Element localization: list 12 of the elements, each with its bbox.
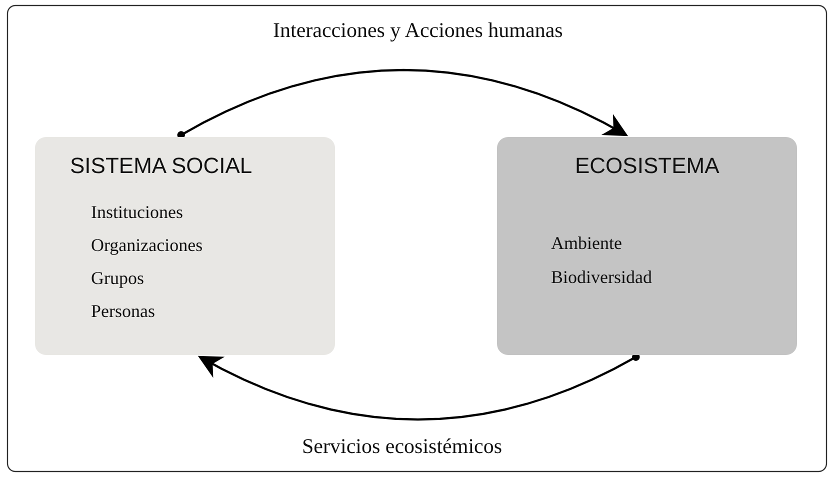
list-item: Personas: [91, 301, 155, 322]
box-heading: SISTEMA SOCIAL: [70, 153, 252, 179]
list-item: Instituciones: [91, 202, 183, 223]
list-item: Grupos: [91, 268, 144, 289]
box-heading: ECOSISTEMA: [575, 153, 720, 179]
rounded-box: [497, 137, 797, 355]
curved-arrow: [198, 353, 640, 421]
curved-arrow: [177, 68, 628, 139]
list-item: Biodiversidad: [551, 267, 652, 288]
list-item: Organizaciones: [91, 235, 203, 256]
rounded-box: [35, 137, 335, 355]
list-item: Ambiente: [551, 233, 622, 254]
